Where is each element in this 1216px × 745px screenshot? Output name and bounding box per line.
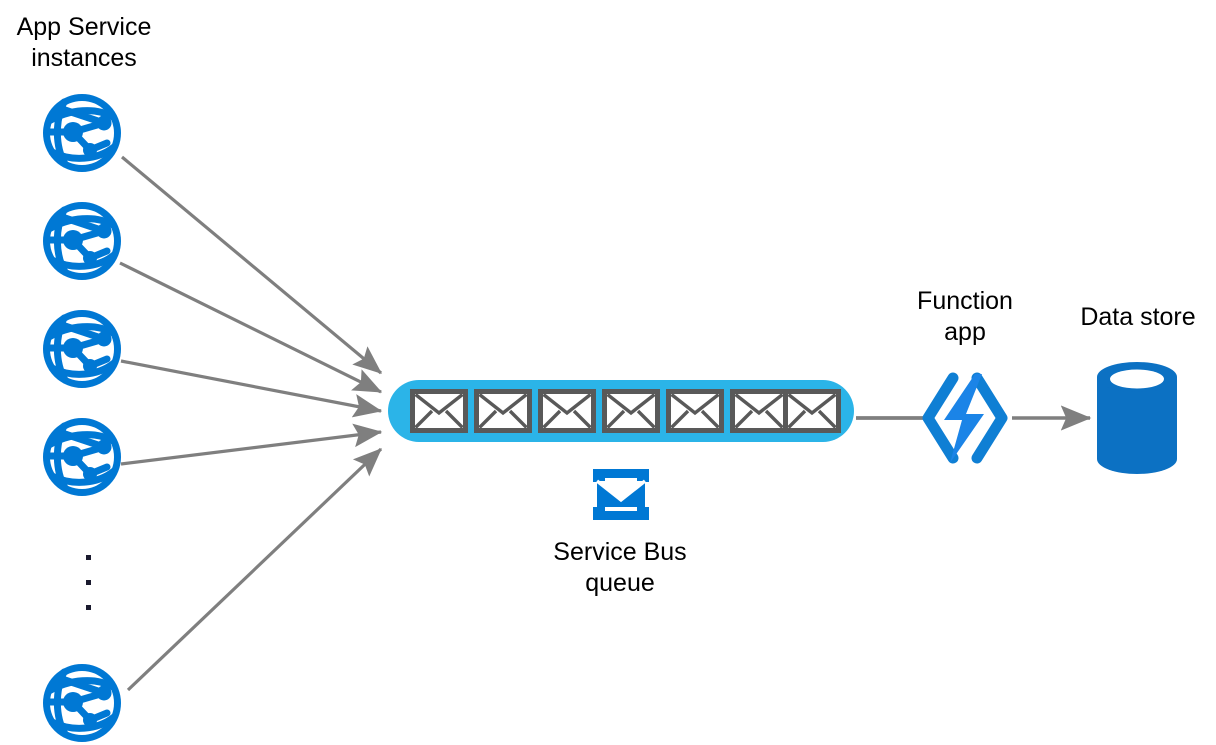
connector-instance-5-to-queue: [126, 447, 383, 692]
app-service-globe-icon: [47, 668, 118, 739]
azure-functions-lightning-icon: [922, 372, 1008, 464]
app-service-instance-4[interactable]: [47, 422, 118, 493]
connector-instance-3-to-queue: [120, 359, 383, 418]
app-service-globe-icon: [47, 206, 118, 277]
label-service-bus-queue: Service Bus queue: [553, 538, 687, 597]
app-service-instance-3[interactable]: [47, 314, 118, 385]
label-data-store: Data store: [1080, 303, 1196, 331]
queue-message-envelope-icon: [541, 392, 594, 431]
app-service-instance-1[interactable]: [47, 98, 118, 169]
queue-message-envelope-icon: [669, 392, 722, 431]
label-function-app: Function app: [917, 287, 1013, 346]
connector-instance-2-to-queue: [119, 261, 383, 394]
connector-instance-1-to-queue: [120, 155, 383, 375]
app-service-instance-5[interactable]: [47, 668, 118, 739]
app-service-globe-icon: [47, 422, 118, 493]
queue-message-envelope-icon: [605, 392, 658, 431]
connector-instance-4-to-queue: [120, 423, 383, 466]
app-service-globe-icon: [47, 314, 118, 385]
service-bus-queue-node[interactable]: [388, 380, 854, 442]
queue-message-envelope-icon: [786, 392, 839, 431]
app-service-instance-2[interactable]: [47, 206, 118, 277]
label-app-service-instances: App Service instances: [16, 13, 152, 72]
queue-message-envelope-icon: [733, 392, 786, 431]
queue-message-envelope-icon: [477, 392, 530, 431]
connector-group-app-service-to-queue: [119, 155, 383, 692]
vertical-ellipsis-icon: [86, 555, 91, 610]
app-service-globe-icon: [47, 98, 118, 169]
service-bus-envelope-icon: [593, 469, 649, 520]
queue-message-envelope-icon: [413, 392, 466, 431]
database-cylinder-icon: [1097, 362, 1177, 474]
